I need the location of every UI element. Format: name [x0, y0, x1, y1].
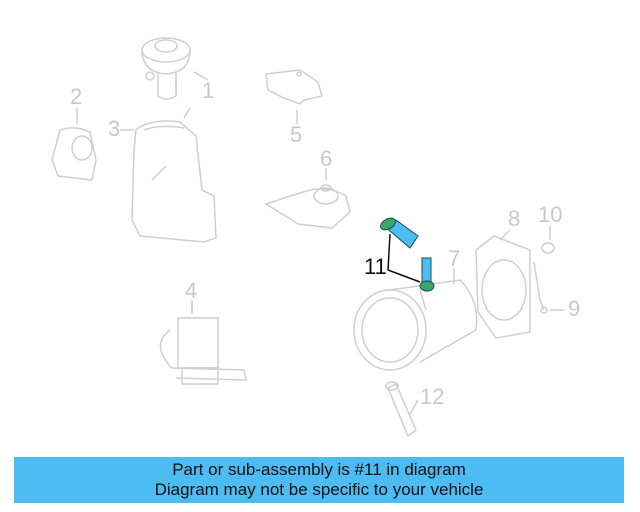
- callout-8[interactable]: 8: [508, 206, 521, 231]
- callout-5[interactable]: 5: [290, 122, 303, 147]
- callout-4[interactable]: 4: [185, 278, 198, 303]
- part-1-valve-icon: [141, 37, 209, 100]
- callout-2[interactable]: 2: [70, 84, 83, 109]
- diagram-illustration: [51, 37, 564, 438]
- callout-6[interactable]: 6: [320, 146, 333, 171]
- callout-3[interactable]: 3: [108, 116, 121, 141]
- part-12-hose-icon: [385, 381, 419, 438]
- part-3-reservoir-icon: [120, 107, 217, 243]
- part-2-housing-icon: [51, 108, 97, 181]
- banner-line-1: Part or sub-assembly is #11 in diagram: [172, 460, 466, 479]
- callout-11[interactable]: 11: [364, 254, 387, 279]
- part-6-mount-icon: [264, 168, 351, 229]
- parts-diagram: 1 2 3 4 5 6 7 8 9 10 11 12: [51, 37, 581, 438]
- callout-7[interactable]: 7: [448, 246, 461, 271]
- part-9-10-linkage-icon: [533, 226, 564, 314]
- part-5-bracket-icon: [265, 69, 323, 124]
- info-banner: Part or sub-assembly is #11 in diagram D…: [14, 457, 624, 503]
- callout-9[interactable]: 9: [568, 296, 581, 321]
- part-8-plate-icon: [475, 229, 531, 339]
- banner-line-2: Diagram may not be specific to your vehi…: [154, 480, 484, 499]
- part-4-module-icon: [159, 300, 247, 385]
- callout-10[interactable]: 10: [538, 202, 563, 227]
- callout-12[interactable]: 12: [420, 384, 445, 409]
- part-7-air-pump-icon: [353, 268, 478, 371]
- callout-1[interactable]: 1: [202, 78, 215, 103]
- part-11-fitting-icon: [380, 217, 435, 292]
